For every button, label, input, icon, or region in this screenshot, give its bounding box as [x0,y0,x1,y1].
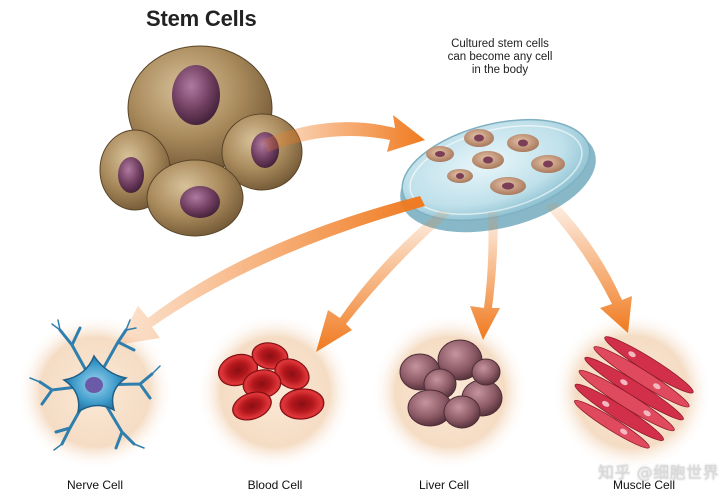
stem-cell-cluster [99,45,303,237]
cultured-cells [426,129,565,195]
muscle-cells-illustration [574,336,694,449]
caption-line-1: Cultured stem cells [451,38,549,50]
dish-caption: Cultured stem cells can become any cell … [430,38,570,77]
watermark: 知乎 @细胞世界 [598,463,720,482]
arrow-to-nerve-cell [117,196,425,345]
nerve-cell-label: Nerve Cell [66,478,123,492]
nerve-cell-illustration [29,319,161,451]
liver-cells-illustration [399,339,503,429]
muscle-cell-label: Muscle Cell [612,478,675,492]
nerve-cell-nucleus [85,377,103,393]
diagram-title: Stem Cells [146,6,257,31]
petri-dish [400,118,596,233]
liver-cell-label: Liver Cell [418,478,469,492]
blood-cells-illustration [218,342,325,421]
arrow-to-muscle-cell [545,202,632,333]
blood-cell-label: Blood Cell [247,478,303,492]
arrow-to-liver-cell [470,212,500,340]
arrow-to-blood-cell [316,210,450,352]
caption-line-3: in the body [471,64,529,76]
caption-line-2: can become any cell [447,51,553,63]
arrow-to-dish [262,115,425,152]
